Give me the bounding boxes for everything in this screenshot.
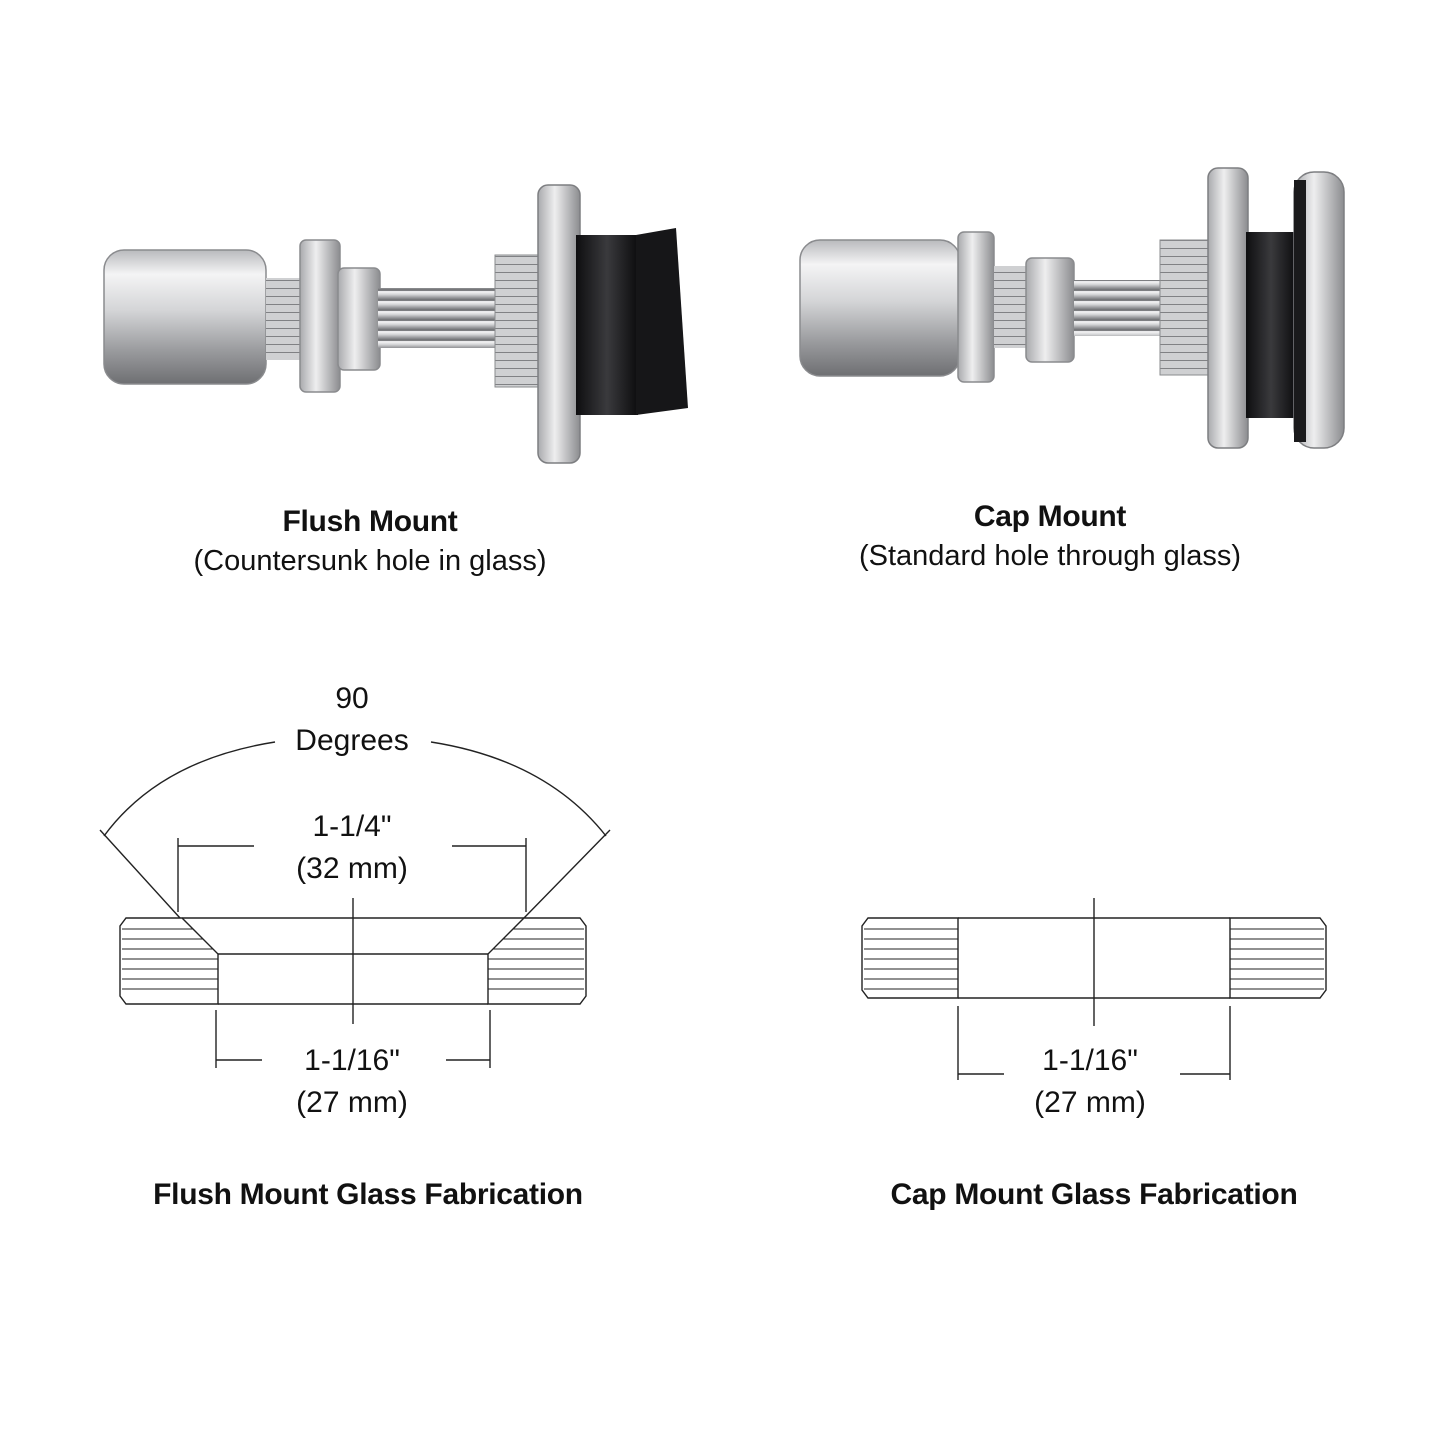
cap-mount-caption: Cap Mount (Standard hole through glass) (800, 500, 1300, 573)
cap-bottom-dim-mm: (27 mm) (1034, 1086, 1146, 1119)
flush-fab-drawing (99, 741, 611, 1068)
flush-angle-value: 90 (335, 682, 369, 715)
flush-mount-caption: Flush Mount (Countersunk hole in glass) (120, 505, 620, 578)
cap-bottom-dimension: 1-1/16" (27 mm) (990, 1040, 1190, 1124)
flush-mount-subtitle: (Countersunk hole in glass) (193, 545, 547, 577)
flush-top-dim-inches: 1-1/4" (312, 810, 392, 843)
flush-mount-fitting-image (103, 184, 688, 464)
cap-fab-drawing (861, 898, 1327, 1080)
flush-angle-unit: Degrees (295, 724, 409, 757)
flush-bottom-dim-inches: 1-1/16" (304, 1044, 400, 1077)
cap-mount-subtitle: (Standard hole through glass) (858, 540, 1242, 572)
flush-top-dimension: 1-1/4" (32 mm) (252, 806, 452, 890)
flush-right-hatch (488, 928, 584, 990)
flush-bottom-dimension: 1-1/16" (27 mm) (252, 1040, 452, 1124)
flush-left-hatch (122, 928, 218, 990)
cap-mount-title: Cap Mount (973, 500, 1127, 533)
cap-right-hatch (1230, 928, 1324, 990)
flush-bottom-dim-mm: (27 mm) (296, 1086, 408, 1119)
cap-mount-fitting-image (799, 167, 1345, 449)
cap-left-hatch (864, 928, 958, 990)
flush-top-dim-mm: (32 mm) (296, 852, 408, 885)
cap-bottom-dim-inches: 1-1/16" (1042, 1044, 1138, 1077)
cap-fab-caption: Cap Mount Glass Fabrication (890, 1178, 1298, 1211)
flush-angle-label: 90 Degrees (252, 678, 452, 762)
flush-mount-title: Flush Mount (282, 505, 458, 538)
flush-fab-caption: Flush Mount Glass Fabrication (153, 1178, 583, 1211)
